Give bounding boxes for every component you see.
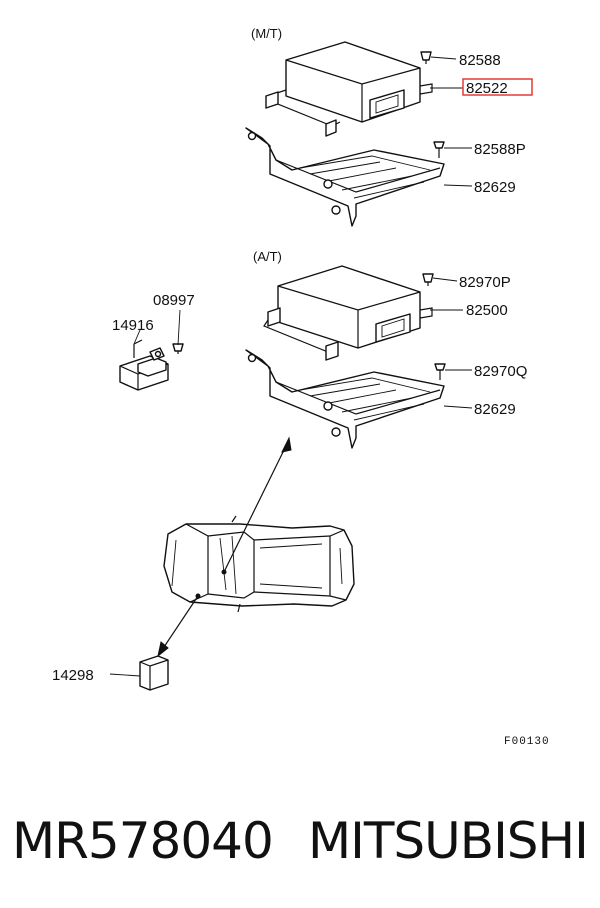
mt-bracket (245, 127, 445, 227)
callout-mt-screw: 82588P (474, 141, 526, 158)
callout-at-bracket: 82629 (474, 401, 516, 418)
small-relay (139, 655, 169, 691)
callout-at-bolt: 82970P (459, 274, 511, 291)
at-section-label: (A/T) (253, 249, 282, 264)
brand-name: MITSUBISHI (308, 812, 589, 870)
relay-bolt (172, 343, 184, 354)
at-ecu-unit (263, 265, 433, 361)
callout-mt-ecu: 82522 (466, 80, 508, 97)
figure-code: F00130 (504, 736, 550, 748)
part-number: MR578040 (12, 812, 274, 870)
at-screw (434, 363, 446, 380)
footer: MR578040 MITSUBISHI (0, 790, 600, 908)
leader-lines (109, 56, 473, 677)
mt-section-label: (M/T) (251, 26, 282, 41)
arrow-to-ecu (221, 436, 292, 575)
arrow-to-relay (157, 593, 201, 658)
callout-mt-bolt: 82588 (459, 52, 501, 69)
callout-relay-bolt: 08997 (153, 292, 195, 309)
relay-assembly (119, 339, 169, 391)
callout-relay: 14916 (112, 317, 154, 334)
at-bracket (245, 349, 445, 449)
highlight-box (462, 78, 533, 96)
callout-at-ecu: 82500 (466, 302, 508, 319)
callout-small-relay: 14298 (52, 667, 94, 684)
parts-diagram: (M/T) (A/T) (52, 26, 550, 748)
mt-ecu-unit (265, 41, 433, 137)
callout-at-screw: 82970Q (474, 363, 527, 380)
at-bolt (422, 273, 434, 286)
callout-mt-bracket: 82629 (474, 179, 516, 196)
vehicle-outline (163, 515, 355, 613)
mt-screw (433, 141, 445, 158)
mt-bolt (420, 51, 432, 64)
